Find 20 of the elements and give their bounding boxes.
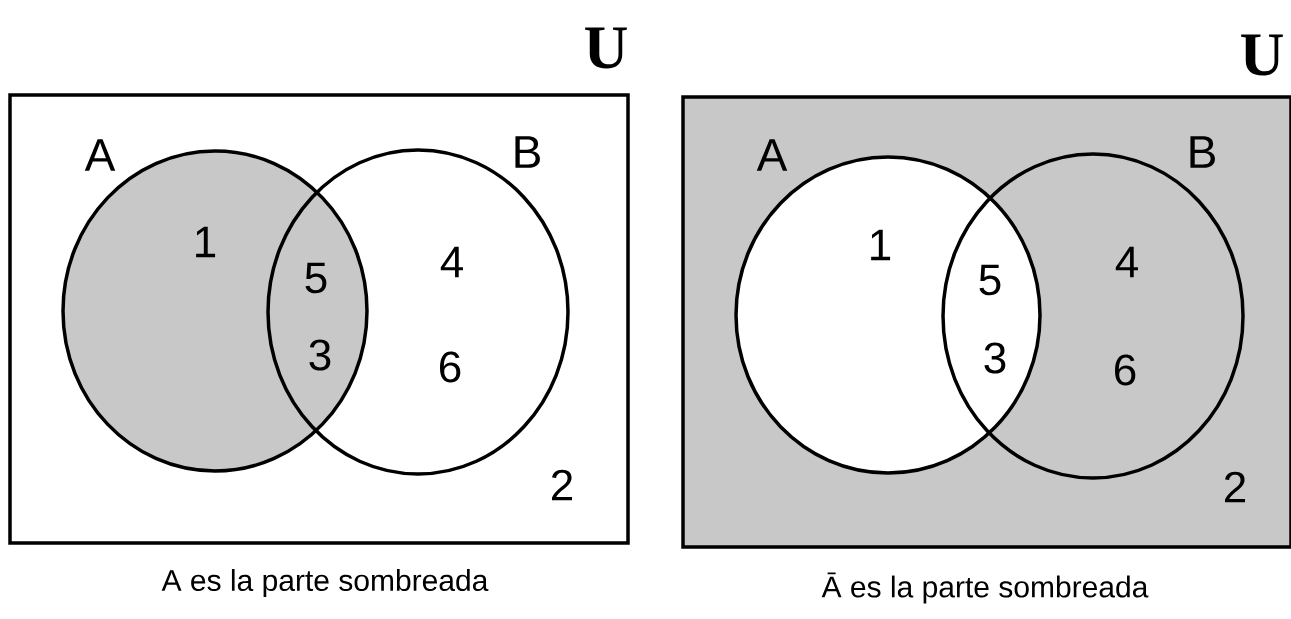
region-number: 4 <box>1115 246 1138 278</box>
region-number: 3 <box>309 339 331 371</box>
region-number: 1 <box>196 226 216 258</box>
region-number: 5 <box>979 264 1001 296</box>
set-label: B <box>515 136 540 168</box>
set-label: A <box>84 139 116 171</box>
region-number: 6 <box>440 351 461 383</box>
region-number: 1 <box>871 229 891 261</box>
region-number: 5 <box>305 262 327 294</box>
region-number: 3 <box>984 342 1006 374</box>
region-number: 2 <box>1225 471 1246 503</box>
universe-label: U <box>1241 34 1283 76</box>
region-number: 2 <box>552 469 573 501</box>
node-label: Ā es la parte sombreada <box>821 572 1149 604</box>
node-label: A es la parte sombreada <box>161 569 489 597</box>
set-label: A <box>756 139 788 171</box>
set-label: B <box>1190 136 1215 168</box>
region-number: 6 <box>1115 354 1136 386</box>
region-number: 4 <box>440 246 463 278</box>
universe-label: U <box>585 27 627 69</box>
